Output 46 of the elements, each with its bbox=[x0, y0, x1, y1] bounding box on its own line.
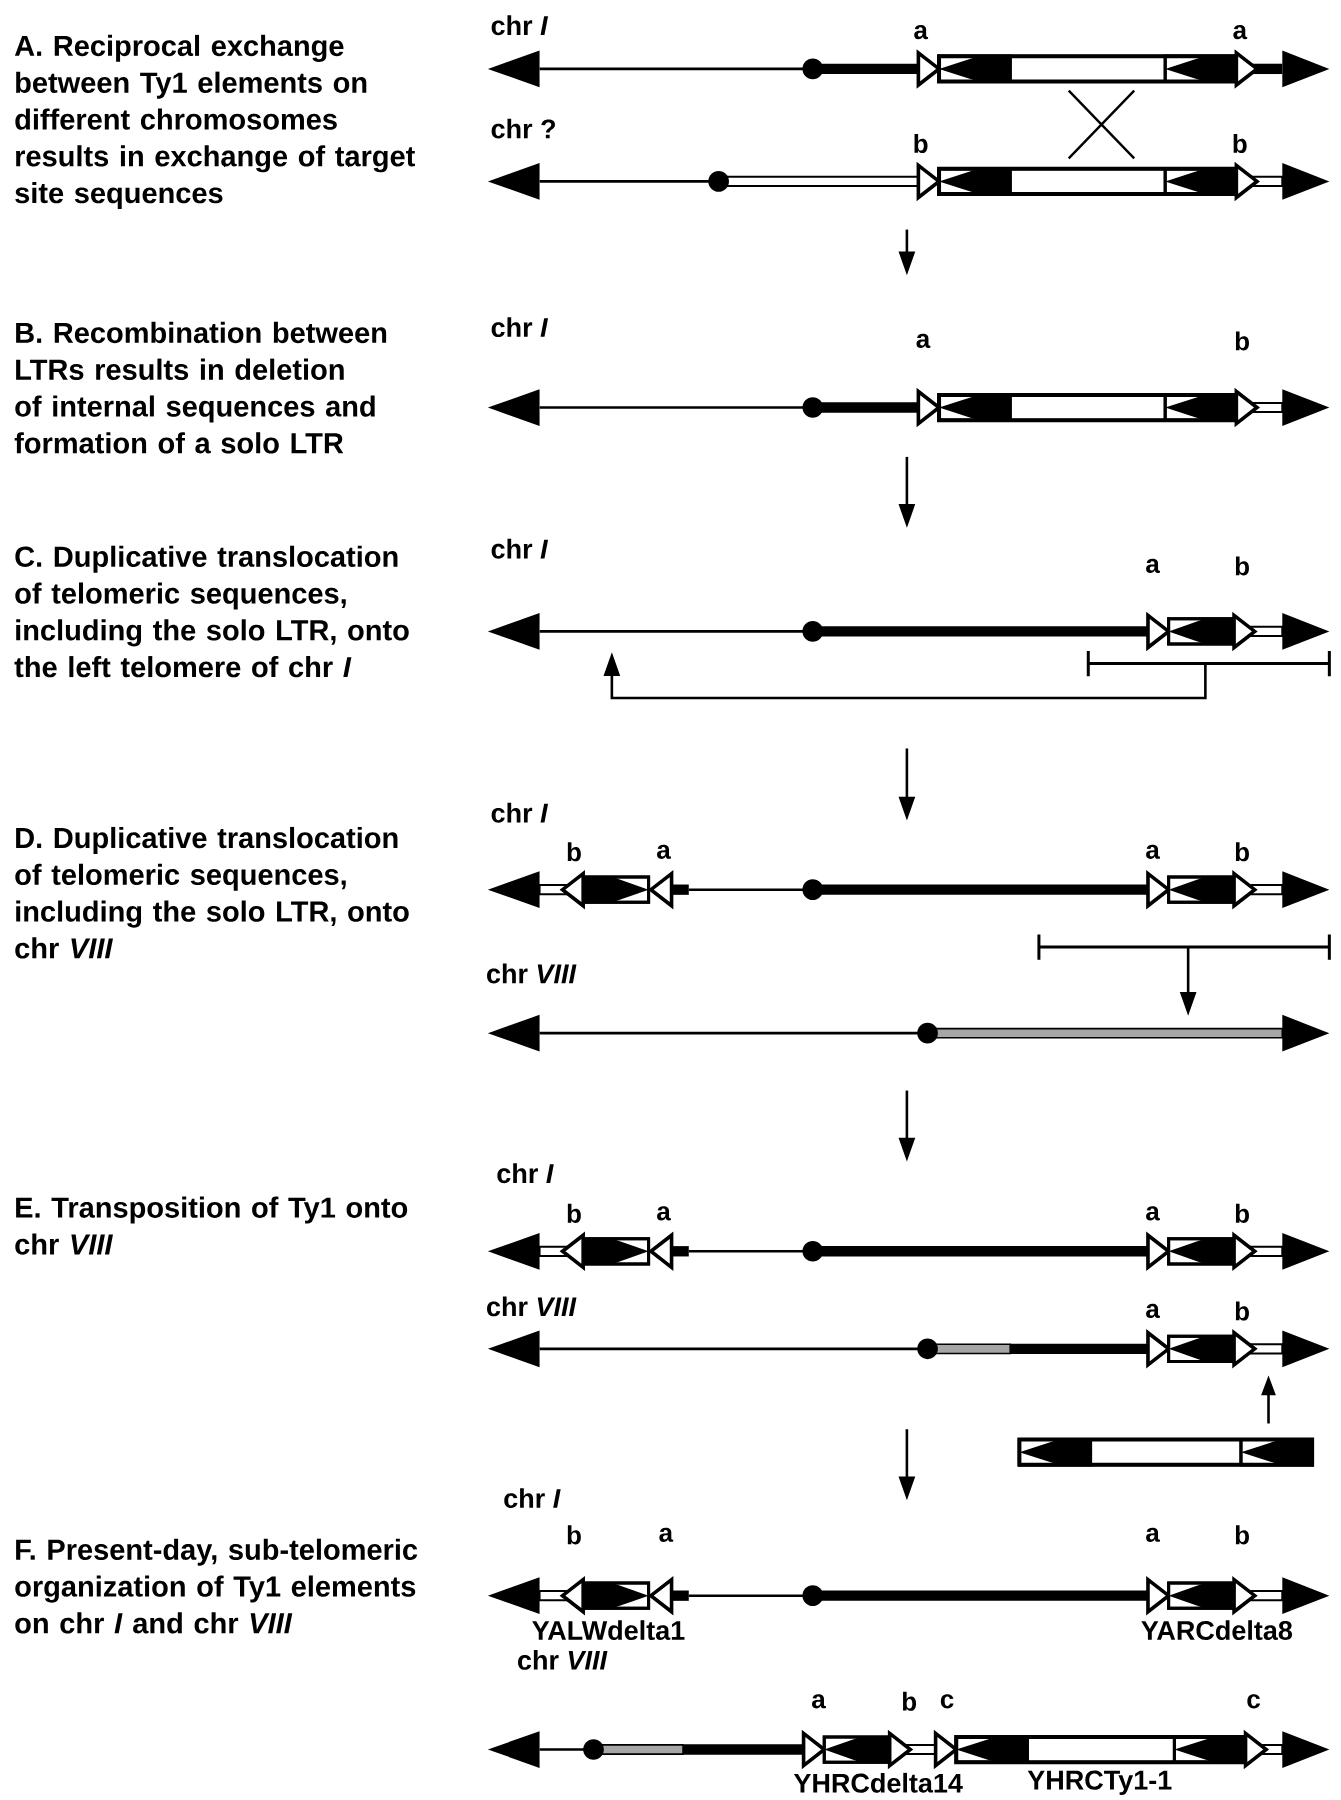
element-name: YARCdelta8 bbox=[1141, 1620, 1293, 1640]
site-label: b bbox=[567, 1525, 581, 1545]
site-label: c bbox=[1247, 1694, 1261, 1709]
site-label: b bbox=[1233, 133, 1247, 154]
chromosome-label: chr I bbox=[504, 1488, 561, 1508]
site-label: a bbox=[914, 25, 929, 40]
chromosome-label: chr I bbox=[497, 1163, 554, 1184]
step-description: B. Recombination between LTRs results in deletion of internal sequences and formation of a solo LTR bbox=[14, 321, 387, 454]
site-label: a bbox=[916, 333, 931, 349]
element-name: YALWdelta1 bbox=[532, 1620, 685, 1640]
step-description: D. Duplicative translocation of telomeric sequences, including the solo LTR, onto chr VIII bbox=[15, 826, 409, 959]
site-label: a bbox=[657, 844, 671, 859]
chromosome-label: chr I bbox=[491, 15, 549, 36]
site-label: b bbox=[914, 133, 928, 154]
step-description: F. Present-day, sub-telomeric organization of Ty1 elements on chr I and chr VIII bbox=[15, 1538, 418, 1634]
chromosome-label: chr I bbox=[491, 538, 549, 559]
step-description: E. Transposition of Ty1 onto chr VIII bbox=[15, 1196, 408, 1255]
site-label: b bbox=[1236, 556, 1250, 576]
chromosome-label: chr VIII bbox=[487, 963, 577, 984]
site-label: c bbox=[940, 1694, 954, 1709]
chromosome-label: chr ? bbox=[491, 118, 556, 139]
site-label: b bbox=[1236, 1525, 1250, 1545]
site-label: b bbox=[1236, 1203, 1250, 1223]
site-label: b bbox=[903, 1691, 917, 1711]
chromosome-label: chr I bbox=[491, 317, 549, 338]
site-label: b bbox=[1236, 1301, 1250, 1321]
site-label: a bbox=[1233, 25, 1248, 40]
step-description: C. Duplicative translocation of telomeric sequences, including the solo LTR, onto the left telomere of chr I bbox=[14, 545, 409, 678]
site-label: b bbox=[567, 1203, 581, 1223]
site-label: a bbox=[812, 1694, 826, 1709]
site-label: b bbox=[1236, 842, 1250, 862]
chromosome-label: chr VIII bbox=[518, 1650, 608, 1670]
chromosome-label: chr VIII bbox=[487, 1296, 577, 1317]
site-label: a bbox=[657, 1206, 671, 1221]
site-label: a bbox=[1146, 1206, 1161, 1221]
step-description: A. Reciprocal exchange between Ty1 elements on different chromosomes results in exchange of target site sequences bbox=[15, 34, 416, 210]
site-label: b bbox=[567, 842, 581, 862]
site-label: a bbox=[659, 1527, 674, 1542]
site-label: a bbox=[1146, 844, 1161, 859]
element-name: YHRCdelta14 bbox=[794, 1772, 963, 1793]
chromosome-label: chr I bbox=[491, 802, 549, 823]
site-label: a bbox=[1146, 558, 1161, 574]
site-label: a bbox=[1146, 1303, 1161, 1319]
element-name: YHRCTy1-1 bbox=[1027, 1770, 1172, 1796]
site-label: a bbox=[1146, 1527, 1161, 1542]
site-label: b bbox=[1236, 331, 1250, 351]
